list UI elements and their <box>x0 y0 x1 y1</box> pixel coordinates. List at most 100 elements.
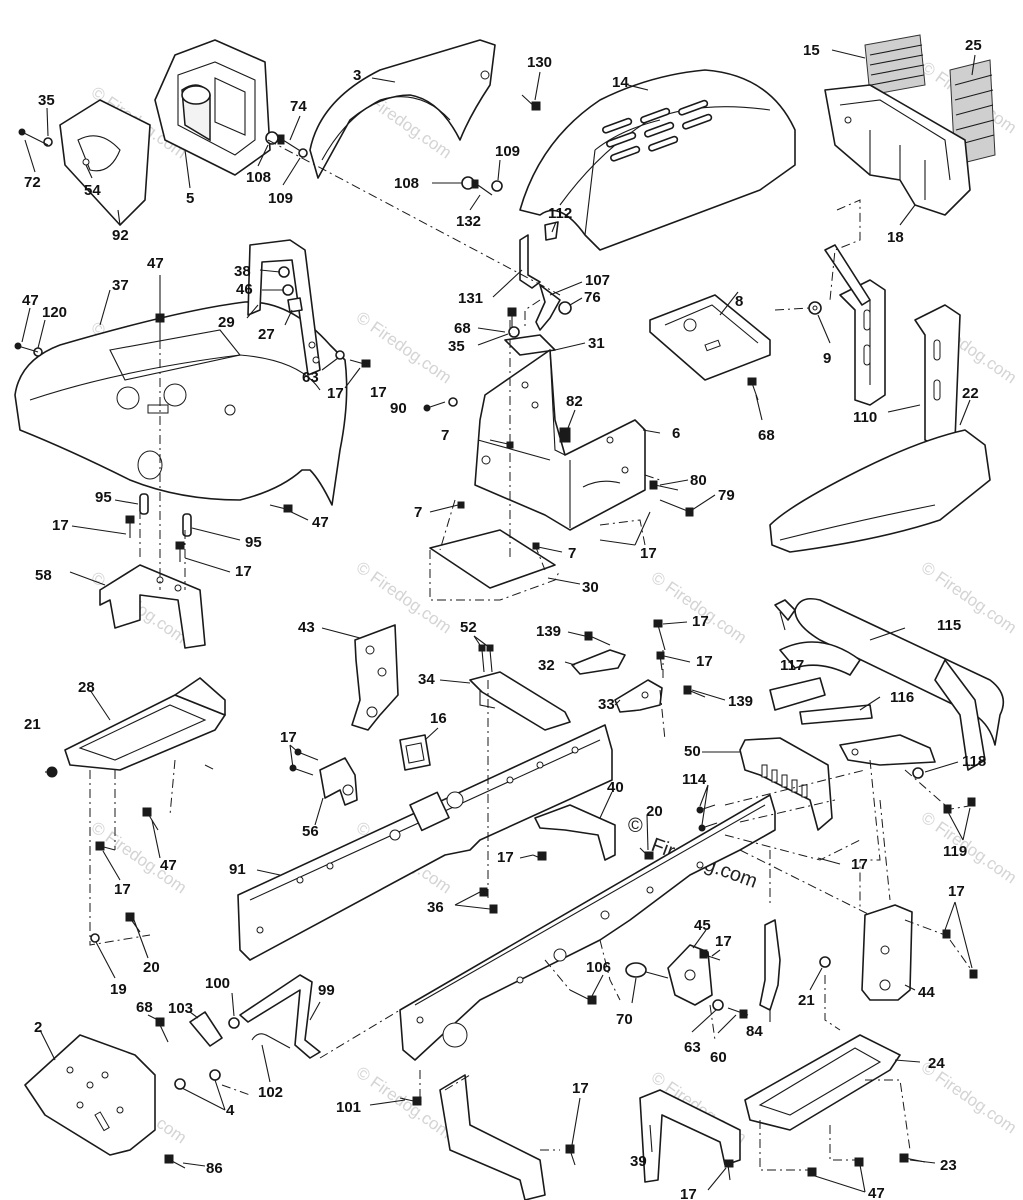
callout-30: 30 <box>582 579 599 596</box>
callout-95-b: 95 <box>245 534 262 551</box>
part-74-bolt <box>277 134 308 158</box>
callout-110: 110 <box>853 409 877 426</box>
callout-17-33a: 17 <box>692 613 709 630</box>
callout-19: 19 <box>110 981 127 998</box>
part-21-nut <box>819 956 831 968</box>
callout-38: 38 <box>234 263 251 280</box>
callout-17-ped-b: 17 <box>235 563 252 580</box>
callout-106: 106 <box>586 959 611 976</box>
part-47-screw-bottom <box>269 504 293 513</box>
part-95-spacer-a <box>139 493 149 515</box>
part-3-hood-panel <box>309 39 496 179</box>
part-68-screw-3 <box>155 1017 169 1043</box>
callout-2: 2 <box>34 1019 42 1036</box>
part-17-screws-56 <box>289 748 319 776</box>
part-106-screw <box>569 989 597 1005</box>
callout-72: 72 <box>24 174 41 191</box>
part-102-pin <box>251 1033 291 1049</box>
callout-50: 50 <box>684 743 701 760</box>
part-56-pivot-bracket <box>319 757 358 806</box>
part-28-rear-bracket <box>64 677 226 771</box>
callout-63-bot: 63 <box>684 1039 701 1056</box>
callout-46: 46 <box>236 281 253 298</box>
callout-63-top: 63 <box>302 369 319 386</box>
callout-17-box2: 17 <box>640 545 657 562</box>
callout-109-mid: 109 <box>495 143 520 160</box>
part-131-bracket <box>519 234 541 289</box>
part-52-screws <box>478 644 494 673</box>
part-112-bumper <box>544 221 559 241</box>
callout-22: 22 <box>962 385 979 402</box>
part-24-pan <box>744 1034 901 1131</box>
callout-47-b: 47 <box>22 292 39 309</box>
part-17-screw-lower <box>565 1144 576 1166</box>
part-80-bolt <box>649 480 679 491</box>
callout-17-box: 17 <box>370 384 387 401</box>
callout-35-mid: 35 <box>448 338 465 355</box>
callout-23: 23 <box>940 1157 957 1174</box>
callout-43: 43 <box>298 619 315 636</box>
callout-37: 37 <box>112 277 129 294</box>
part-44-bracket <box>861 904 913 1001</box>
callout-47-d: 47 <box>160 857 177 874</box>
callout-107: 107 <box>585 272 610 289</box>
callout-17-hitch: 17 <box>715 933 732 950</box>
part-40-bracket <box>534 804 616 861</box>
callout-47-e: 47 <box>868 1185 885 1200</box>
part-115-bumper-tube <box>769 597 1005 771</box>
callout-31: 31 <box>588 335 605 352</box>
callout-20-top: 20 <box>646 803 663 820</box>
part-27-clip <box>287 297 303 313</box>
part-47-screw-28 <box>142 807 159 831</box>
callout-103: 103 <box>168 1000 193 1017</box>
callout-92: 92 <box>112 227 129 244</box>
part-110-bracket-right <box>914 304 961 449</box>
callout-6: 6 <box>672 425 680 442</box>
part-17-screw-39 <box>724 1159 734 1181</box>
part-bracket-link <box>824 244 871 306</box>
part-76-knob <box>558 301 572 315</box>
part-17-screw-33b <box>656 651 665 671</box>
part-101-screw <box>399 1096 422 1106</box>
part-110-bracket-left <box>839 279 886 406</box>
callout-117: 117 <box>780 657 804 674</box>
callout-7-c: 7 <box>568 545 576 562</box>
callout-68-mid: 68 <box>454 320 471 337</box>
bracket-slots <box>761 764 808 798</box>
callout-108-mid: 108 <box>394 175 419 192</box>
callout-80: 80 <box>690 472 707 489</box>
callout-labels: 35 72 54 92 5 108 74 109 3 130 14 15 25 … <box>22 37 986 1200</box>
callout-32: 32 <box>538 657 555 674</box>
watermark-text: © Firedog.com <box>918 558 1020 638</box>
part-139-screw-b <box>683 685 706 698</box>
callout-17-56: 17 <box>280 729 297 746</box>
callout-95-a: 95 <box>95 489 112 506</box>
callout-120: 120 <box>42 304 67 321</box>
part-99-lever <box>239 974 321 1059</box>
part-33-bracket <box>614 679 663 713</box>
callout-17-50: 17 <box>851 856 868 873</box>
callout-132: 132 <box>456 213 481 230</box>
callout-15: 15 <box>803 42 820 59</box>
callout-74: 74 <box>290 98 307 115</box>
part-132-bolt <box>471 179 493 196</box>
part-91-frame-rail-right <box>399 794 776 1061</box>
watermark-text: © Firedog.com <box>353 1063 455 1143</box>
part-63-washer-2 <box>712 999 724 1011</box>
part-92-shield <box>59 99 151 226</box>
callout-3: 3 <box>353 67 361 84</box>
callout-18: 18 <box>887 229 904 246</box>
callout-17-steer: 17 <box>327 385 344 402</box>
callout-7-a: 7 <box>441 427 449 444</box>
callout-4: 4 <box>226 1102 235 1119</box>
part-17-screws-44 <box>942 929 978 979</box>
callout-112: 112 <box>548 205 572 222</box>
part-60-bolt <box>727 1007 749 1019</box>
callout-17-ped-a: 17 <box>52 517 69 534</box>
callout-68-bot: 68 <box>136 999 153 1016</box>
part-116-plate <box>799 704 873 725</box>
callout-108-top: 108 <box>246 169 271 186</box>
callout-36: 36 <box>427 899 444 916</box>
part-bumper-bracket <box>839 734 936 766</box>
